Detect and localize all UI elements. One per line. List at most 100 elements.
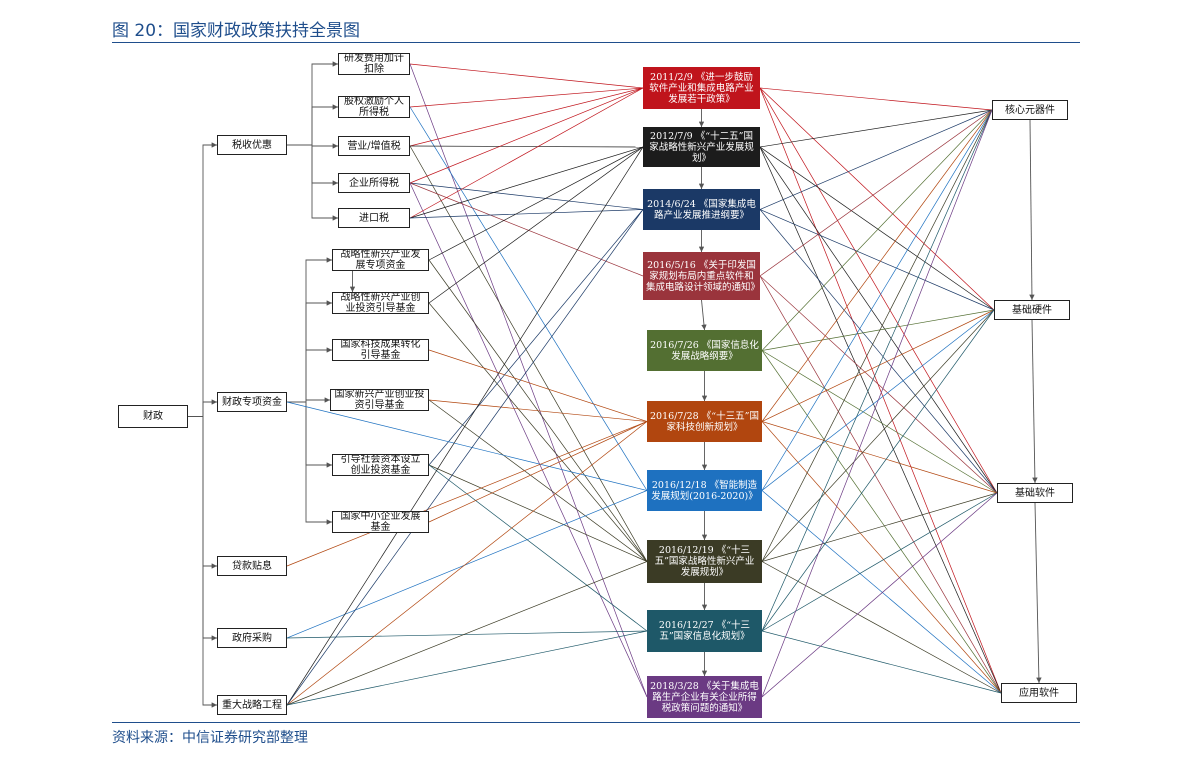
node-t2: 股权激励个人所得税 xyxy=(338,96,410,118)
edge-p9-r2 xyxy=(761,309,995,632)
edge-shuishou-t5 xyxy=(287,144,338,221)
node-f5: 引导社会资本设立创业投资基金 xyxy=(332,454,429,476)
node-p5: 2016/7/26 《国家信息化发展战略纲要》 xyxy=(647,330,762,371)
node-daikuan: 贷款贴息 xyxy=(217,556,287,576)
node-label: 战略性新兴产业发展专项资金 xyxy=(340,249,421,271)
node-f2: 战略性新兴产业创业投资引导基金 xyxy=(332,292,429,314)
node-label: 2018/3/28 《关于集成电路生产企业有关企业所得税政策问题的通知》 xyxy=(650,680,759,714)
node-r3: 基础软件 xyxy=(997,483,1073,503)
edge-caizheng-caigou xyxy=(202,416,217,641)
edge-t3-p8 xyxy=(409,145,648,562)
edge-p6-r2 xyxy=(761,309,995,422)
edge-shuishou-t2 xyxy=(287,104,338,146)
node-p6: 2016/7/28 《“十三五”国家科技创新规划》 xyxy=(647,401,762,442)
edge-zhongda-p3 xyxy=(286,209,644,706)
node-f3: 国家科技成果转化引导基金 xyxy=(332,339,429,361)
edge-zhuanxiang-f6 xyxy=(287,401,332,525)
edge-p10-r3 xyxy=(761,492,998,698)
edge-t2-p7 xyxy=(409,106,648,491)
title-rule xyxy=(112,42,1080,43)
node-label: 核心元器件 xyxy=(1005,104,1055,116)
node-r1: 核心元器件 xyxy=(992,100,1068,120)
node-f4: 国家新兴产业创业投资引导基金 xyxy=(330,389,429,411)
edge-p4-r4 xyxy=(759,275,1002,694)
node-label: 基础软件 xyxy=(1015,487,1055,499)
node-label: 研发费用加计扣除 xyxy=(344,53,404,75)
edge-f2-p8 xyxy=(428,302,648,562)
edge-zhuanxiang-f3 xyxy=(287,347,332,403)
edge-f5-p9 xyxy=(428,464,648,632)
node-label: 股权激励个人所得税 xyxy=(344,96,404,118)
edge-zhongda-p6 xyxy=(286,421,648,706)
edge-r3-r4 xyxy=(1034,502,1042,684)
edge-p1-r2 xyxy=(759,87,995,311)
node-label: 2014/6/24 《国家集成电路产业发展推进纲要》 xyxy=(647,198,756,221)
edge-p7-r4 xyxy=(761,490,1002,694)
edge-p2-r3 xyxy=(759,146,998,494)
node-t5: 进口税 xyxy=(338,208,410,228)
edge-p9-r4 xyxy=(761,630,1002,694)
edge-f4-p8 xyxy=(428,399,648,562)
edge-t1-p1 xyxy=(409,63,644,89)
edge-zhongda-p8 xyxy=(286,561,648,706)
node-label: 2016/12/18 《智能制造发展规划(2016-2020)》 xyxy=(651,479,758,502)
edge-caizheng-zhuanxiang xyxy=(202,399,217,417)
edge-p1-r4 xyxy=(759,87,1002,694)
node-caizheng: 财政 xyxy=(118,405,188,428)
edge-p8-r2 xyxy=(761,309,995,562)
node-label: 进口税 xyxy=(359,212,389,224)
node-label: 2012/7/9 《“十二五”国家战略性新兴产业发展规划》 xyxy=(649,130,754,164)
figure-title: 图 20：国家财政政策扶持全景图 xyxy=(112,21,361,41)
edge-p7-r1 xyxy=(761,109,993,491)
edge-t2-p1 xyxy=(409,87,644,108)
edge-shuishou-t1 xyxy=(287,61,338,146)
node-label: 2016/7/26 《国家信息化发展战略纲要》 xyxy=(650,339,759,362)
edge-f2-p2 xyxy=(428,146,644,304)
node-r4: 应用软件 xyxy=(1001,683,1077,703)
edge-daikuan-p6 xyxy=(286,421,648,567)
node-label: 国家科技成果转化引导基金 xyxy=(340,339,421,361)
edge-zhongda-p9 xyxy=(286,630,648,706)
node-p9: 2016/12/27 《“十三五”国家信息化规划》 xyxy=(647,610,762,652)
node-p8: 2016/12/19 《“十三五”国家战略性新兴产业发展规划》 xyxy=(647,540,762,583)
edge-p5-r4 xyxy=(761,350,1002,694)
edge-t3-p2 xyxy=(409,145,644,148)
edge-p3-r3 xyxy=(759,209,998,494)
node-label: 国家新兴产业创业投资引导基金 xyxy=(334,389,425,411)
node-label: 财政专项资金 xyxy=(222,396,282,408)
node-f6: 国家中小企业发展基金 xyxy=(332,511,429,533)
node-zhuanxiang: 财政专项资金 xyxy=(217,392,287,412)
node-label: 2016/7/28 《“十三五”国家科技创新规划》 xyxy=(650,410,759,433)
edge-p8-r4 xyxy=(761,561,1002,694)
node-caigou: 政府采购 xyxy=(217,628,287,648)
node-label: 国家中小企业发展基金 xyxy=(340,511,421,533)
node-label: 2011/2/9 《进一步鼓励软件产业和集成电路产业发展若干政策》 xyxy=(649,71,754,105)
node-label: 基础硬件 xyxy=(1012,304,1052,316)
edge-p4-r1 xyxy=(759,109,993,277)
edge-f4-p6 xyxy=(428,399,648,422)
node-f1: 战略性新兴产业发展专项资金 xyxy=(332,249,429,271)
node-label: 财政 xyxy=(143,411,163,422)
edge-caizheng-zhongda xyxy=(202,416,217,708)
footer-rule xyxy=(112,722,1080,723)
edge-t4-p1 xyxy=(409,87,644,184)
edge-p3-r1 xyxy=(759,109,993,210)
node-shuishou: 税收优惠 xyxy=(217,135,287,155)
edge-t1-p10 xyxy=(409,63,648,698)
edge-p2-r1 xyxy=(759,109,993,148)
edge-p1-r1 xyxy=(759,87,993,111)
edge-t3-p1 xyxy=(409,87,644,147)
edge-t4-p3 xyxy=(409,182,644,210)
edge-p10-r1 xyxy=(761,109,993,698)
edge-p4-r3 xyxy=(759,275,998,494)
node-label: 2016/5/16 《关于印发国家规划布局内重点软件和集成电路设计领域的通知》 xyxy=(646,259,760,293)
node-zhongda: 重大战略工程 xyxy=(217,695,287,715)
edge-p9-r3 xyxy=(761,492,998,632)
edge-r1-r2 xyxy=(1029,119,1035,301)
edge-p8-r3 xyxy=(761,492,998,562)
edge-p6-r3 xyxy=(761,421,998,494)
edge-caizheng-daikuan xyxy=(202,416,217,569)
node-t4: 企业所得税 xyxy=(338,173,410,193)
edge-p5-r3 xyxy=(761,350,998,494)
